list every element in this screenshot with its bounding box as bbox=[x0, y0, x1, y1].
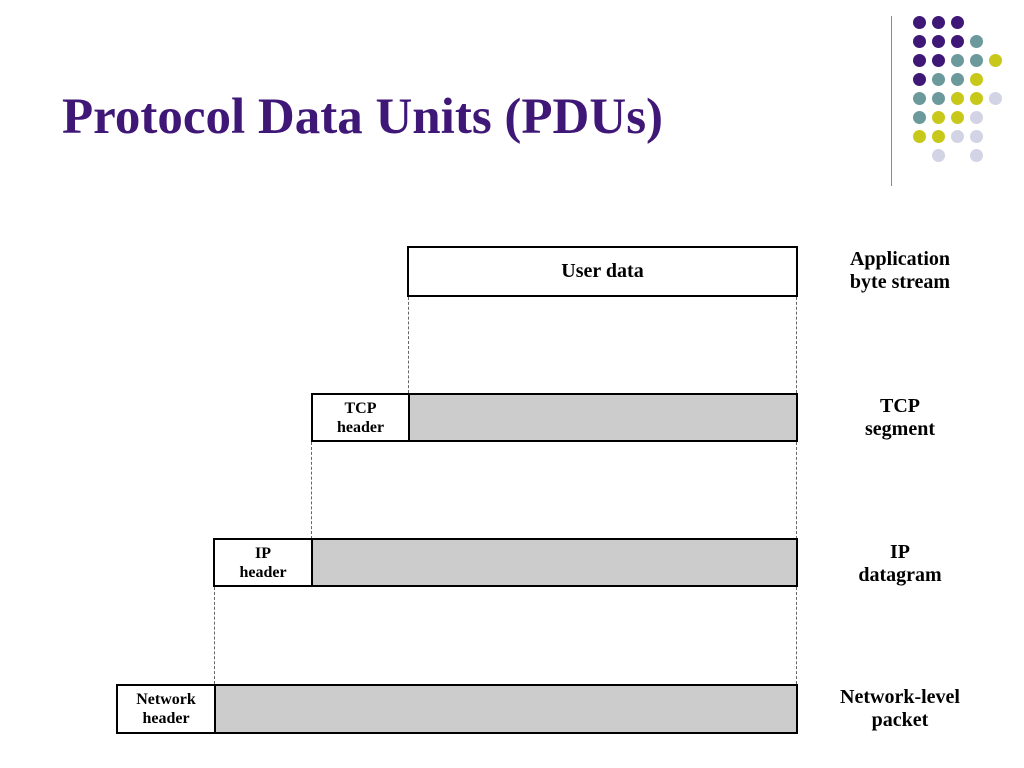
title-divider-line bbox=[891, 16, 892, 186]
guide-line bbox=[408, 297, 409, 393]
decorative-dot bbox=[913, 111, 926, 124]
ip-layer-label-line2: datagram bbox=[858, 564, 942, 586]
decorative-dot bbox=[989, 92, 1002, 105]
application-layer-label: Application byte stream bbox=[830, 248, 970, 294]
decorative-dot bbox=[932, 92, 945, 105]
guide-line bbox=[796, 587, 797, 684]
decorative-dot bbox=[970, 149, 983, 162]
decorative-dot bbox=[913, 92, 926, 105]
decorative-dot bbox=[951, 73, 964, 86]
decorative-dot bbox=[913, 16, 926, 29]
tcp-layer-label-line1: TCP bbox=[880, 395, 920, 417]
decorative-dot bbox=[932, 16, 945, 29]
network-payload-box bbox=[214, 684, 798, 734]
network-layer-label-line2: packet bbox=[871, 709, 929, 731]
tcp-header-label-line2: header bbox=[336, 418, 385, 436]
network-header-box: Network header bbox=[116, 684, 216, 734]
tcp-layer-label-line2: segment bbox=[865, 418, 935, 440]
tcp-payload-box bbox=[408, 393, 798, 442]
user-data-label: User data bbox=[561, 260, 644, 282]
decorative-dot bbox=[951, 16, 964, 29]
tcp-header-box: TCP header bbox=[311, 393, 410, 442]
decorative-dot bbox=[970, 54, 983, 67]
guide-line bbox=[311, 442, 312, 539]
ip-header-box: IP header bbox=[213, 538, 313, 587]
decorative-dot bbox=[970, 92, 983, 105]
tcp-layer-label: TCP segment bbox=[830, 395, 970, 441]
decorative-dot bbox=[932, 111, 945, 124]
decorative-dot bbox=[951, 111, 964, 124]
ip-header-label-line2: header bbox=[239, 563, 287, 581]
decorative-dot bbox=[951, 35, 964, 48]
guide-line bbox=[214, 587, 215, 684]
decorative-dot bbox=[970, 130, 983, 143]
guide-line bbox=[796, 297, 797, 393]
user-data-box: User data bbox=[407, 246, 798, 297]
decorative-dot bbox=[913, 130, 926, 143]
ip-layer-label: IP datagram bbox=[830, 541, 970, 587]
tcp-header-label-line1: TCP bbox=[344, 399, 377, 417]
ip-payload-box bbox=[311, 538, 798, 587]
decorative-dot bbox=[970, 35, 983, 48]
network-layer-label: Network-level packet bbox=[822, 686, 978, 732]
decorative-dot bbox=[932, 130, 945, 143]
application-layer-label-line2: byte stream bbox=[849, 271, 951, 293]
decorative-dot bbox=[913, 35, 926, 48]
ip-header-label-line1: IP bbox=[255, 544, 271, 562]
decorative-dot bbox=[951, 54, 964, 67]
ip-layer-label-line1: IP bbox=[890, 541, 910, 563]
decorative-dot bbox=[970, 73, 983, 86]
application-layer-label-line1: Application bbox=[849, 248, 951, 270]
decorative-dot bbox=[913, 54, 926, 67]
network-header-label-line1: Network bbox=[136, 691, 196, 708]
decorative-dot bbox=[932, 73, 945, 86]
decorative-dot bbox=[913, 73, 926, 86]
decorative-dot bbox=[932, 54, 945, 67]
decorative-dot bbox=[951, 92, 964, 105]
network-header-label-line2: header bbox=[142, 710, 190, 727]
decorative-dot bbox=[932, 35, 945, 48]
guide-line bbox=[796, 442, 797, 539]
network-layer-label-line1: Network-level bbox=[840, 686, 960, 708]
slide-title: Protocol Data Units (PDUs) bbox=[62, 89, 664, 145]
decorative-dot bbox=[989, 54, 1002, 67]
decorative-dot bbox=[951, 130, 964, 143]
decorative-dot bbox=[970, 111, 983, 124]
decorative-dot bbox=[932, 149, 945, 162]
